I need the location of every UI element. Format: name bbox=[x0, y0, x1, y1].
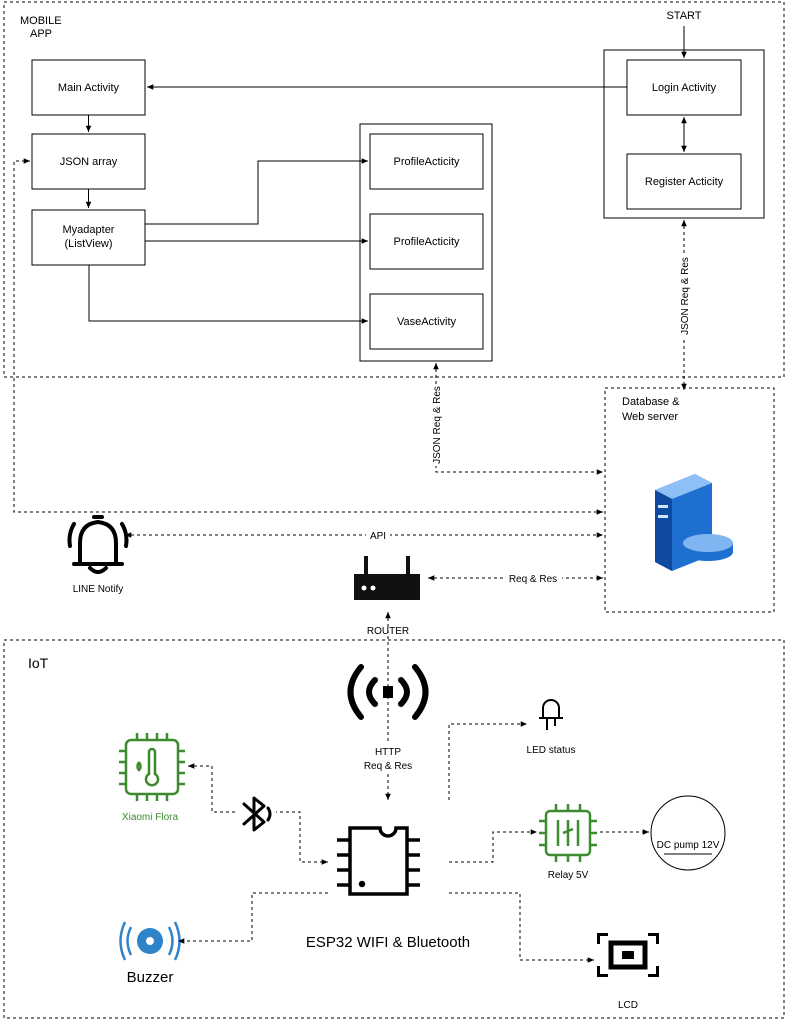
bluetooth-icon bbox=[242, 796, 272, 832]
login-activity-label: Login Activity bbox=[652, 82, 717, 94]
buzzer-label: Buzzer bbox=[127, 969, 174, 986]
router-icon bbox=[354, 556, 420, 600]
adapter-to-profile1-arrow bbox=[145, 158, 368, 225]
relay-icon bbox=[539, 804, 597, 862]
esp32-led-link bbox=[448, 721, 527, 800]
lcd-icon bbox=[597, 933, 659, 977]
mobile-app-label-line2: APP bbox=[30, 28, 52, 40]
led-icon bbox=[539, 699, 563, 730]
buzzer-icon bbox=[119, 921, 181, 961]
main-activity-box bbox=[31, 59, 146, 116]
profile-activity-2-label: ProfileActicity bbox=[393, 236, 460, 248]
json-req-res-right-label: JSON Req & Res bbox=[680, 257, 691, 335]
server-database-icon bbox=[655, 474, 733, 571]
register-activity-box bbox=[626, 153, 742, 210]
esp32-chip-icon bbox=[337, 826, 420, 896]
myadapter-label-line1: Myadapter bbox=[63, 224, 115, 236]
dc-pump-label: DC pump 12V bbox=[657, 840, 720, 851]
myadapter-label-line2: (ListView) bbox=[64, 238, 112, 250]
vase-activity-label: VaseActivity bbox=[397, 316, 457, 328]
server-label-line2: Web server bbox=[622, 411, 678, 423]
profile-activity-1-label: ProfileActicity bbox=[393, 156, 460, 168]
activities-server-link bbox=[433, 363, 603, 475]
main-activity-label: Main Activity bbox=[58, 82, 120, 94]
relay-label: Relay 5V bbox=[548, 870, 589, 881]
esp32-label: ESP32 WIFI & Bluetooth bbox=[306, 934, 470, 951]
http-label-line1: HTTP bbox=[375, 747, 401, 758]
esp32-buzzer-link bbox=[178, 892, 328, 944]
iot-label: IoT bbox=[28, 655, 49, 671]
json-array-label: JSON array bbox=[60, 156, 118, 168]
esp32-lcd-link bbox=[449, 892, 594, 963]
lcd-label: LCD bbox=[618, 1000, 638, 1011]
xiaomi-flora-sensor-icon bbox=[119, 733, 185, 801]
json-array-server-link bbox=[13, 158, 603, 515]
bell-icon bbox=[67, 515, 129, 574]
line-notify-label: LINE Notify bbox=[73, 584, 124, 595]
register-activity-label: Register Acticity bbox=[645, 176, 724, 188]
server-label-line1: Database & bbox=[622, 396, 680, 408]
server-region bbox=[604, 387, 775, 613]
start-label: START bbox=[666, 10, 701, 22]
adapter-to-vase-arrow bbox=[88, 265, 368, 324]
dc-pump-icon bbox=[650, 795, 726, 871]
xiaomi-flora-label: Xiaomi Flora bbox=[122, 812, 179, 823]
json-req-res-middle-label: JSON Req & Res bbox=[432, 386, 443, 464]
iot-region bbox=[3, 639, 785, 1019]
esp32-relay-link bbox=[449, 829, 537, 863]
api-label: API bbox=[370, 531, 386, 542]
led-status-label: LED status bbox=[527, 745, 576, 756]
req-res-label: Req & Res bbox=[509, 574, 557, 585]
wifi-signal-icon bbox=[347, 664, 429, 720]
mobile-app-label-line1: MOBILE bbox=[20, 15, 62, 27]
http-label-line2: Req & Res bbox=[364, 761, 412, 772]
